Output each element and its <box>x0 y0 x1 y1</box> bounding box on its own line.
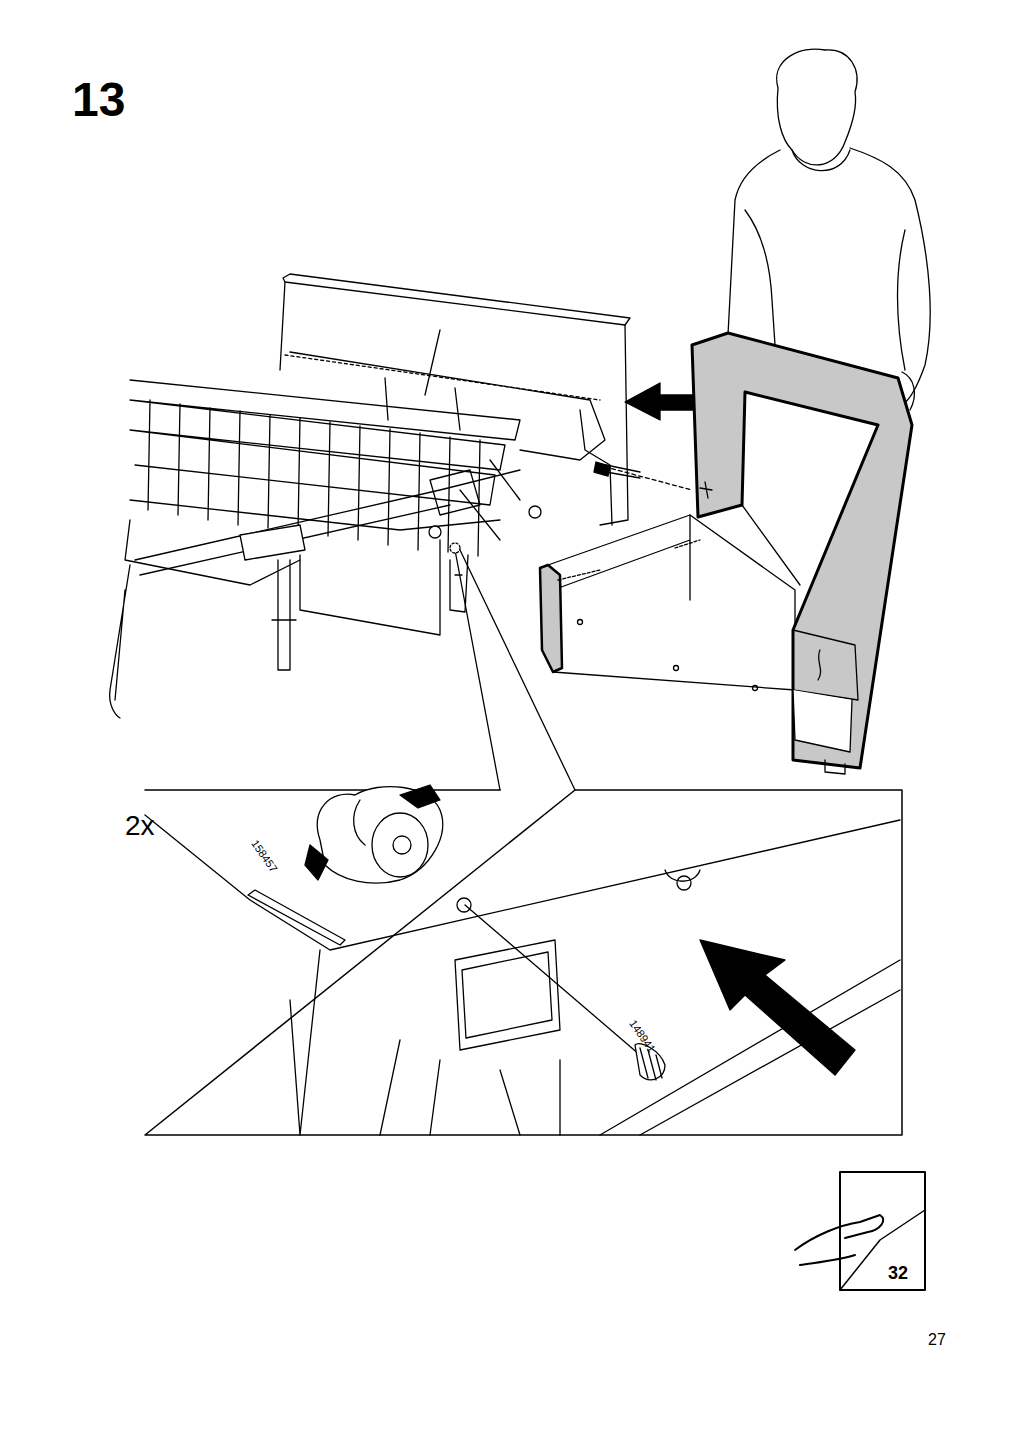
detail-view <box>145 785 902 1135</box>
page-number: 27 <box>928 1332 946 1348</box>
page-turn-icon <box>795 1172 925 1290</box>
step-number: 13 <box>72 76 125 124</box>
quantity-label: 2x <box>125 812 155 840</box>
page-reference: 32 <box>888 1264 908 1282</box>
leader-line <box>455 550 575 790</box>
part-number: 158457 <box>249 838 279 874</box>
armrest-frame <box>540 333 912 774</box>
